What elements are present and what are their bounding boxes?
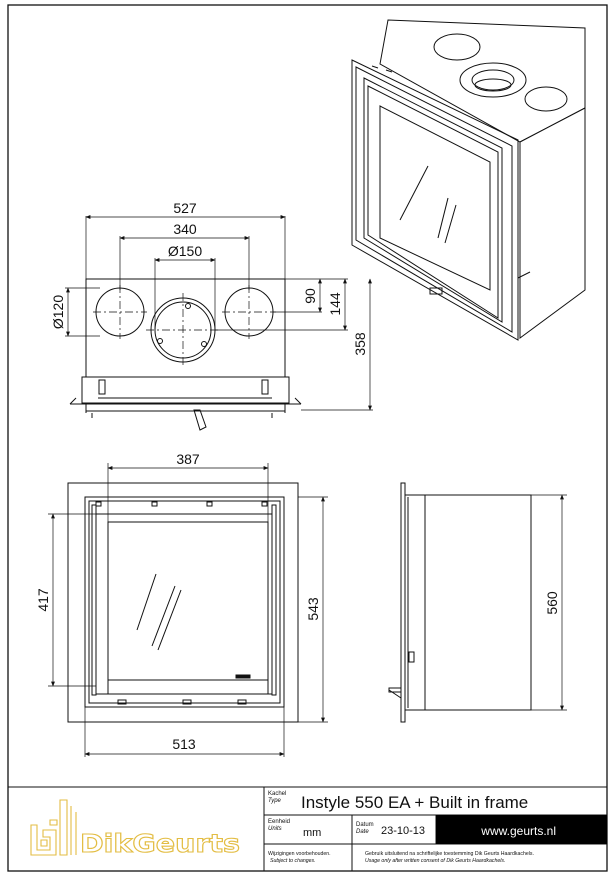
brand-name: DikGeurts: [80, 829, 240, 858]
dim-top-diameter-side: Ø120: [50, 295, 66, 329]
dim-side-height: 560: [544, 591, 560, 615]
title-block: [8, 786, 607, 871]
dim-top-offset-144: 144: [327, 292, 343, 316]
front-view-dimensions: [48, 463, 328, 757]
changes-note-en: Subject to changes.: [270, 858, 316, 864]
dim-top-pitch: 340: [173, 221, 197, 237]
dim-top-diameter-center: Ø150: [168, 243, 202, 259]
usage-note-en: Usage only after written consent of Dik …: [365, 858, 505, 864]
side-view: [388, 482, 532, 723]
front-view: [67, 482, 299, 723]
dim-top-depth: 358: [352, 332, 368, 356]
dim-front-height: 543: [305, 597, 321, 621]
type-label-en: Type: [268, 798, 282, 804]
website-link[interactable]: www.geurts.nl: [480, 824, 556, 838]
product-name: Instyle 550 EA + Built in frame: [301, 793, 528, 812]
usage-note-nl: Gebruik uitsluitend na schriftelijke toe…: [365, 851, 534, 857]
dim-front-glass-height: 417: [35, 588, 51, 612]
type-label-nl: Kachel: [268, 791, 286, 797]
top-view-dimensions: [65, 215, 373, 411]
dim-front-width: 513: [172, 736, 196, 752]
side-view-dimensions: [531, 494, 567, 711]
unit-value: mm: [303, 827, 321, 839]
dim-front-glass-width: 387: [176, 451, 200, 467]
date-label-nl: Datum: [356, 822, 374, 828]
changes-note-nl: Wijzigingen voorbehouden.: [268, 851, 331, 857]
brand-logo: [30, 799, 77, 856]
top-view: [69, 278, 302, 431]
unit-label-en: Units: [268, 826, 282, 832]
sheet-border: [7, 4, 608, 872]
unit-label-nl: Eenheid: [268, 819, 290, 825]
dim-top-width: 527: [173, 200, 197, 216]
isometric-view: [351, 19, 586, 341]
date-label-en: Date: [356, 829, 369, 835]
date-value: 23-10-13: [381, 825, 425, 837]
dim-top-offset-90: 90: [302, 288, 318, 304]
